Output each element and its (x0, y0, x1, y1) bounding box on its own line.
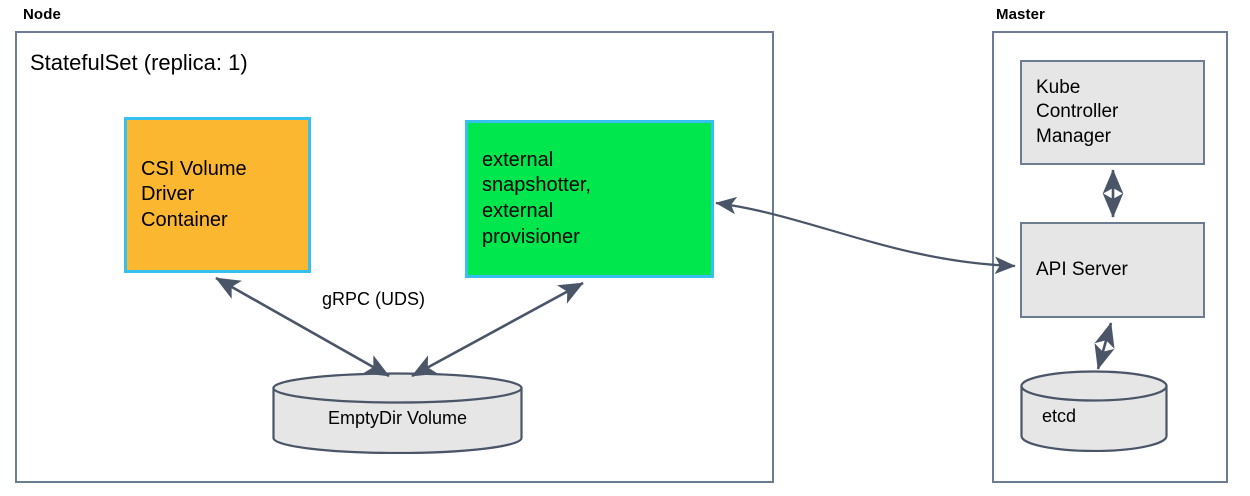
csi-volume-driver-container-box[interactable]: CSI Volume Driver Container (124, 117, 311, 273)
node-group-label: Node (23, 6, 61, 23)
api-server-label: API Server (1036, 258, 1128, 280)
etcd-cylinder[interactable]: etcd (1020, 370, 1168, 453)
api-server-box[interactable]: API Server (1020, 222, 1205, 318)
statefulset-title: StatefulSet (replica: 1) (30, 50, 248, 75)
emptydir-volume-cylinder[interactable]: EmptyDir Volume (272, 372, 523, 455)
kube-controller-manager-label: Kube Controller Manager (1036, 77, 1119, 147)
emptydir-volume-shape (272, 372, 523, 455)
csi-volume-driver-container-label: CSI Volume Driver Container (141, 157, 247, 231)
external-controllers-box[interactable]: external snapshotter, external provision… (465, 120, 714, 278)
master-group-label: Master (996, 6, 1045, 23)
etcd-shape (1020, 370, 1168, 453)
kube-controller-manager-box[interactable]: Kube Controller Manager (1020, 60, 1205, 165)
grpc-uds-edge-label: gRPC (UDS) (322, 289, 426, 309)
external-controllers-label: external snapshotter, external provision… (482, 148, 591, 248)
